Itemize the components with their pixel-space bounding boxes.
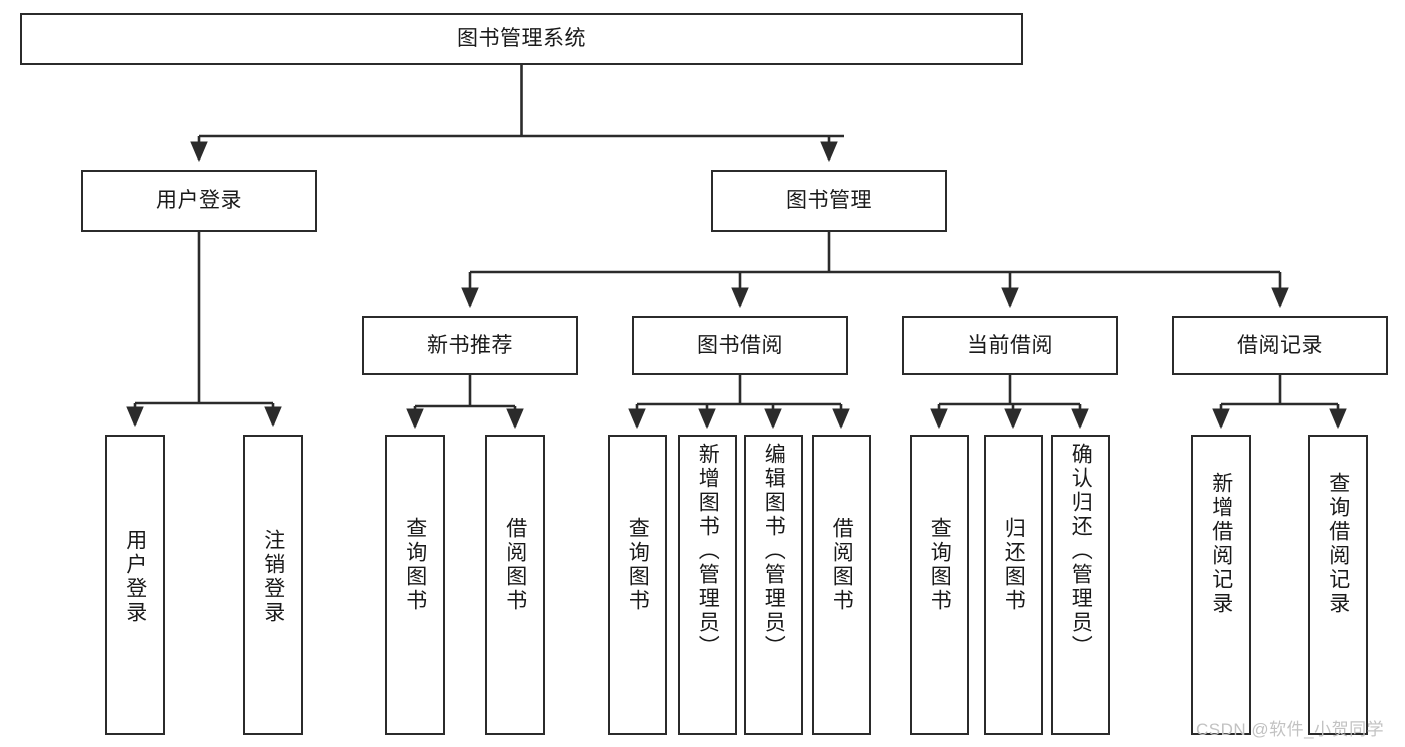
node-leaf-query-record[interactable]: 查询借阅记录 (1308, 435, 1368, 735)
node-leaf-confirm-return[interactable]: 确认归还（管理员） (1051, 435, 1110, 735)
node-leaf-logout[interactable]: 注销登录 (243, 435, 303, 735)
node-leaf-edit-book[interactable]: 编辑图书（管理员） (744, 435, 803, 735)
node-current-borrow-label: 当前借阅 (967, 333, 1053, 357)
node-leaf-borrow-book[interactable]: 借阅图书 (812, 435, 871, 735)
node-leaf-user-login[interactable]: 用户登录 (105, 435, 165, 735)
node-leaf-query-book-rec[interactable]: 查询图书 (385, 435, 445, 735)
node-leaf-query-book-cur-label: 查询图书 (928, 517, 952, 613)
node-new-book-rec-label: 新书推荐 (427, 333, 513, 357)
node-book-borrow-label: 图书借阅 (697, 333, 783, 357)
node-leaf-return-book-label: 归还图书 (1002, 517, 1026, 613)
node-leaf-query-book-label: 查询图书 (626, 517, 650, 613)
node-leaf-borrow-book-label: 借阅图书 (830, 517, 854, 613)
node-root[interactable]: 图书管理系统 (20, 13, 1023, 65)
node-leaf-edit-book-label: 编辑图书（管理员） (762, 443, 786, 659)
node-leaf-add-book[interactable]: 新增图书（管理员） (678, 435, 737, 735)
node-borrow-record-label: 借阅记录 (1237, 333, 1323, 357)
node-leaf-logout-label: 注销登录 (261, 529, 285, 625)
node-root-label: 图书管理系统 (457, 27, 586, 51)
node-user-login-label: 用户登录 (156, 189, 242, 213)
node-leaf-add-record[interactable]: 新增借阅记录 (1191, 435, 1251, 735)
node-book-borrow[interactable]: 图书借阅 (632, 316, 848, 375)
node-new-book-rec[interactable]: 新书推荐 (362, 316, 578, 375)
node-user-login[interactable]: 用户登录 (81, 170, 317, 232)
node-book-manage-label: 图书管理 (786, 189, 872, 213)
node-leaf-query-book-cur[interactable]: 查询图书 (910, 435, 969, 735)
node-leaf-user-login-label: 用户登录 (123, 529, 147, 625)
node-leaf-borrow-book-rec[interactable]: 借阅图书 (485, 435, 545, 735)
node-leaf-query-book[interactable]: 查询图书 (608, 435, 667, 735)
node-book-manage[interactable]: 图书管理 (711, 170, 947, 232)
node-current-borrow[interactable]: 当前借阅 (902, 316, 1118, 375)
node-leaf-query-book-rec-label: 查询图书 (403, 517, 427, 613)
node-leaf-add-record-label: 新增借阅记录 (1209, 472, 1233, 616)
node-borrow-record[interactable]: 借阅记录 (1172, 316, 1388, 375)
node-leaf-borrow-book-rec-label: 借阅图书 (503, 517, 527, 613)
node-leaf-confirm-return-label: 确认归还（管理员） (1069, 443, 1093, 659)
node-leaf-query-record-label: 查询借阅记录 (1326, 472, 1350, 616)
node-leaf-add-book-label: 新增图书（管理员） (696, 443, 720, 659)
csdn-watermark: CSDN @软件_小贺同学 (1196, 720, 1385, 739)
node-leaf-return-book[interactable]: 归还图书 (984, 435, 1043, 735)
